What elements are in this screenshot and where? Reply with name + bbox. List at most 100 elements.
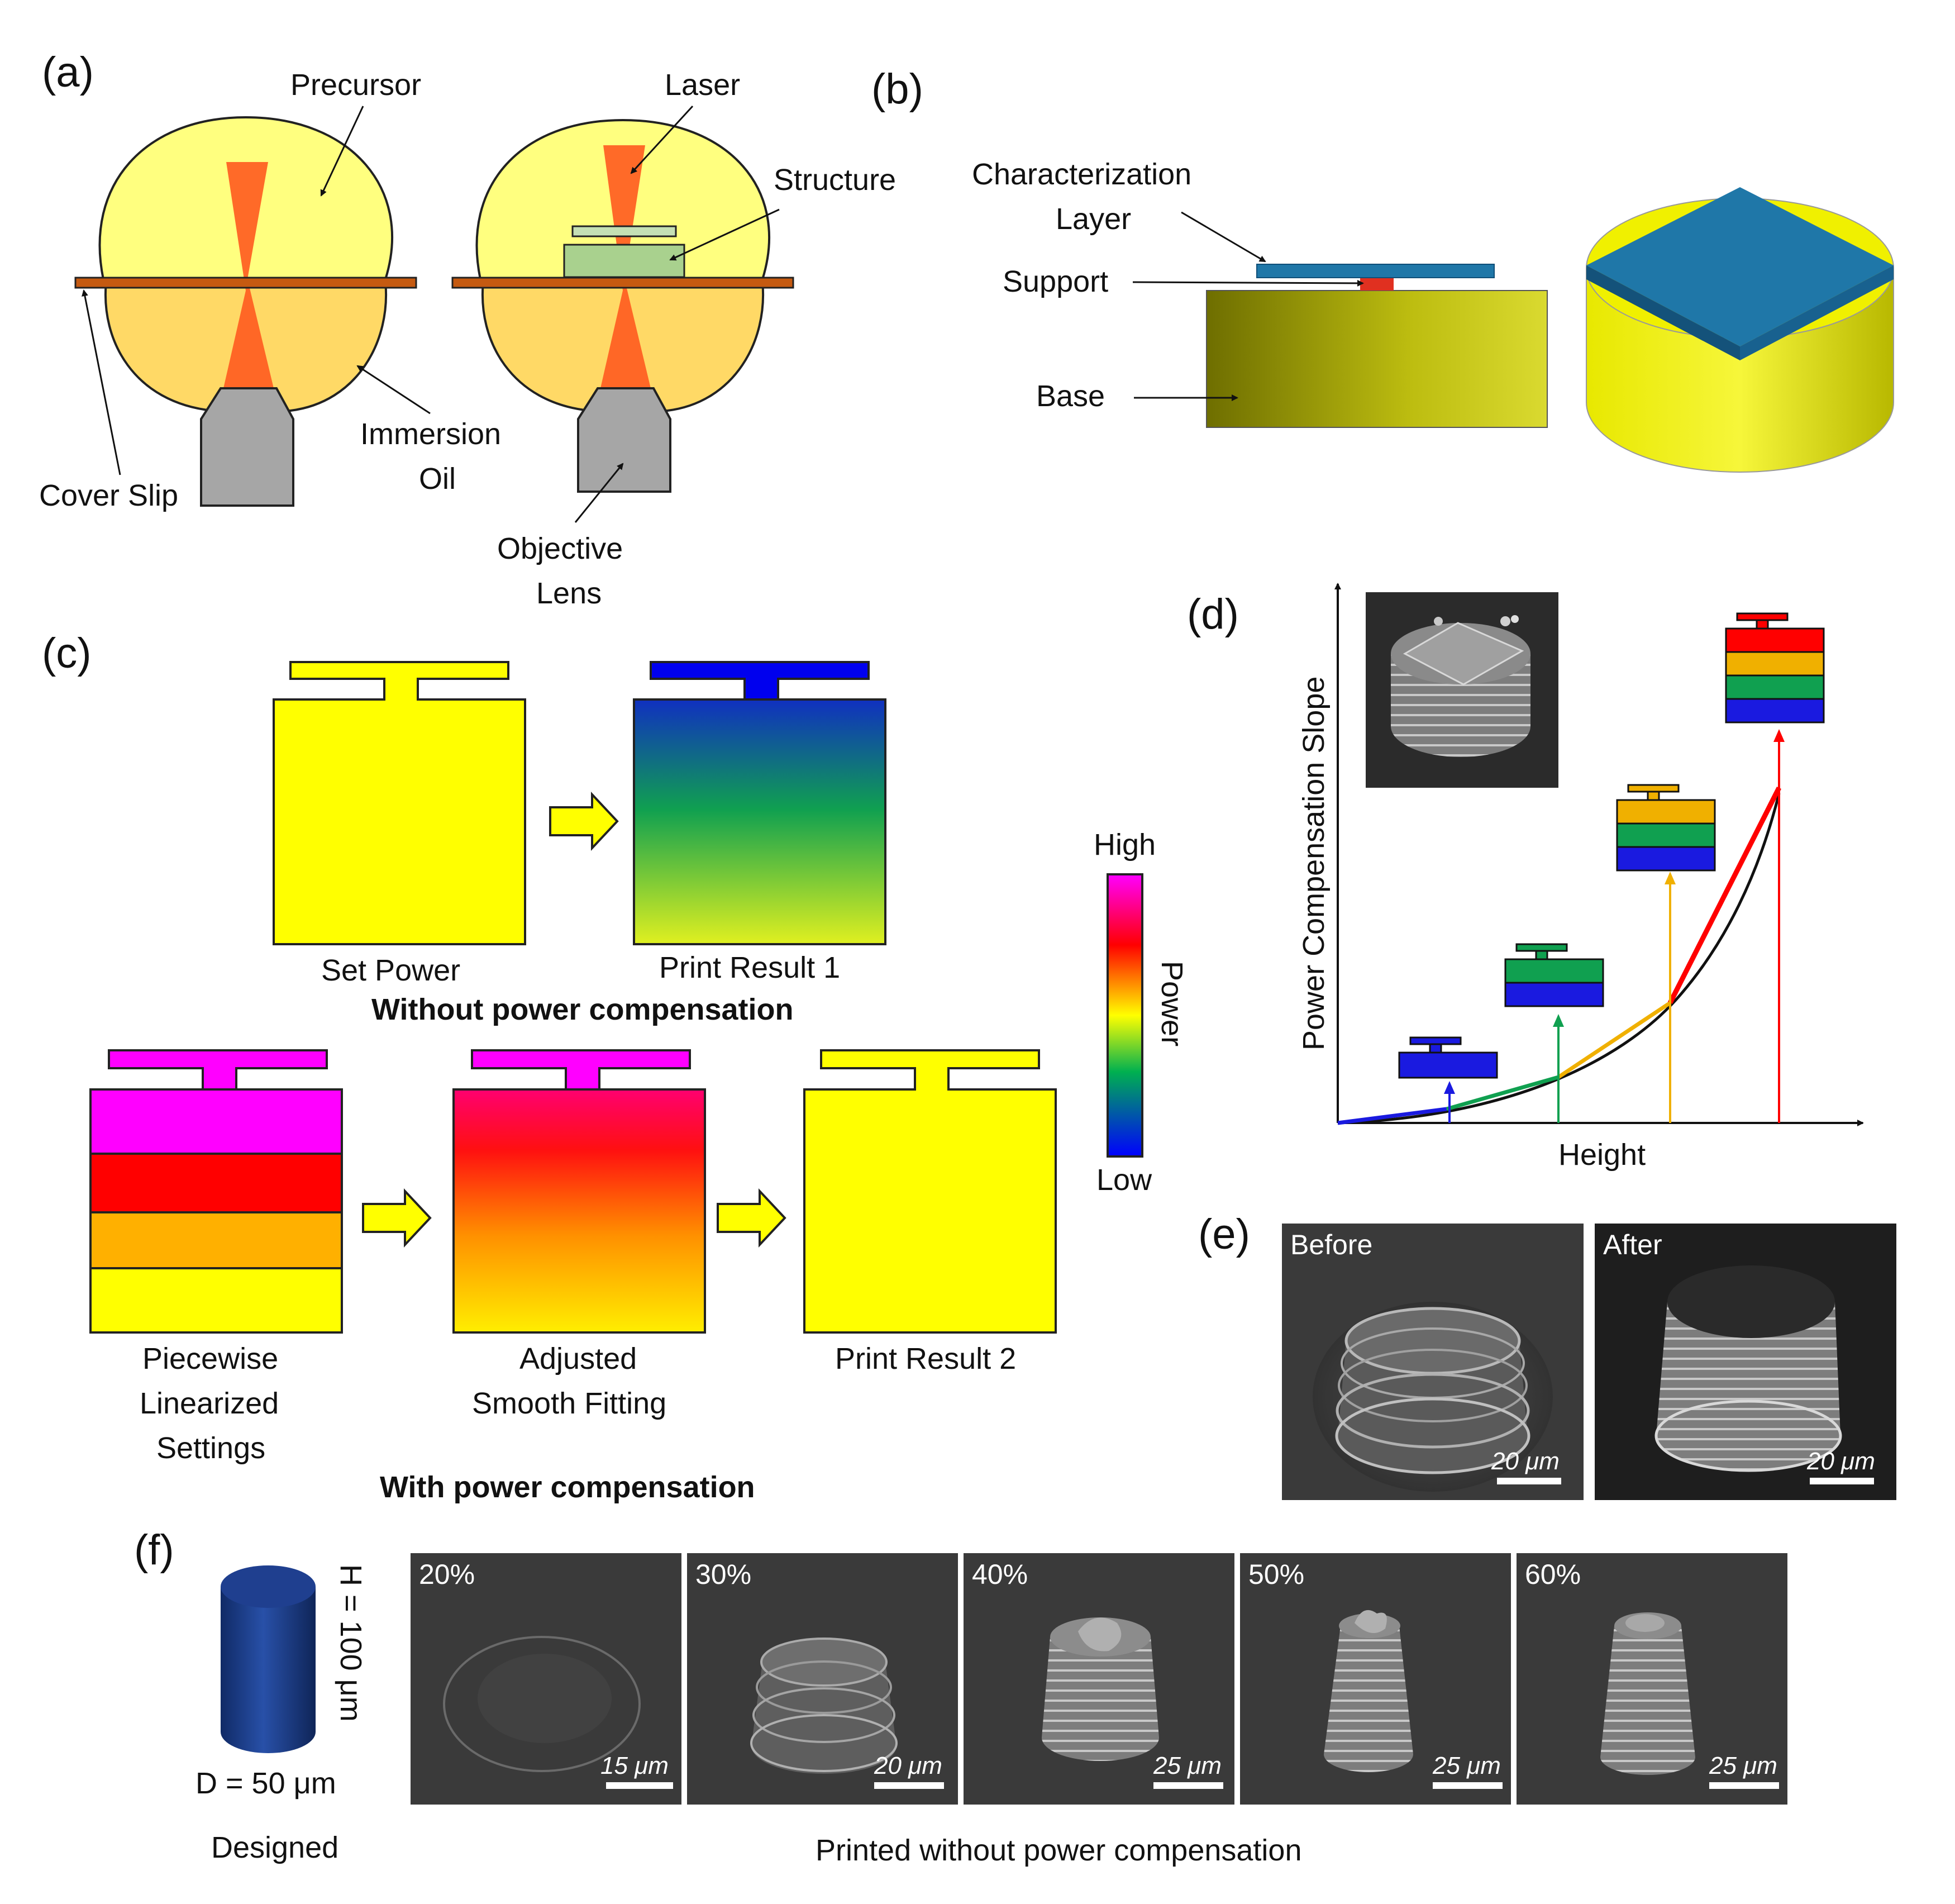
arrow-objective-lens <box>574 463 624 523</box>
height-label: H = 100 μm <box>334 1564 368 1722</box>
panel-a-right-setup <box>451 118 794 493</box>
print-result-1-cap <box>650 661 870 701</box>
label-characterization-2: Layer <box>1056 202 1131 236</box>
panel-e-before: Before 20 μm <box>1282 1224 1584 1500</box>
structure-cap <box>571 225 677 237</box>
print-result-2-structure <box>803 1049 1057 1334</box>
designed-cylinder-side <box>221 1587 316 1753</box>
label-laser: Laser <box>665 68 740 102</box>
piecewise-cap <box>108 1049 328 1091</box>
panel-a-left-setup <box>74 116 417 507</box>
label-characterization-1: Characterization <box>972 158 1191 191</box>
label-immersion-oil-2: Oil <box>419 462 456 496</box>
label-support: Support <box>1003 265 1108 298</box>
scale-bar-before <box>1497 1478 1561 1484</box>
sem-image-60: 60% 25 μm <box>1517 1553 1787 1805</box>
label-base: Base <box>1036 379 1105 413</box>
printed-caption: Printed without power compensation <box>816 1834 1302 1867</box>
piecewise-band-orange <box>89 1211 343 1269</box>
segment-green <box>1446 1075 1559 1111</box>
panel-label-c: (c) <box>42 630 92 677</box>
scale-bar-after <box>1810 1478 1874 1484</box>
label-before: Before <box>1290 1229 1372 1260</box>
label-print-result-2: Print Result 2 <box>835 1342 1016 1375</box>
scale-text-after: 20 μm <box>1806 1448 1875 1475</box>
piecewise-band-red <box>89 1153 343 1213</box>
sem-inset-d <box>1366 592 1558 788</box>
arrow-cover-slip <box>82 289 121 475</box>
d-xlabel: Height <box>1558 1138 1646 1172</box>
label-objective-lens-1: Objective <box>497 532 623 565</box>
percent-30: 30% <box>695 1559 751 1590</box>
sem-image-20: 20% 15 μm <box>411 1553 681 1805</box>
percent-50: 50% <box>1248 1559 1304 1590</box>
scale-text-before: 20 μm <box>1491 1448 1560 1475</box>
piecewise-band-yellow <box>89 1267 343 1334</box>
cover-slip <box>74 277 417 289</box>
panel-d-plot: Height Power Compensation Slope <box>1297 583 1864 1172</box>
label-adjusted-2: Smooth Fitting <box>472 1387 666 1420</box>
panel-b-3d-view <box>1586 187 1894 473</box>
panel-e-after: After 20 μm <box>1595 1224 1896 1500</box>
panel-b-side-view: Characterization Layer Support Base <box>972 158 1548 428</box>
base-block <box>1206 290 1548 428</box>
d-ylabel: Power Compensation Slope <box>1297 677 1331 1050</box>
scale-60: 25 μm <box>1709 1752 1777 1779</box>
panel-c-top-row: Set Power Print Result 1 Without power c… <box>273 661 886 1026</box>
layer-top-face <box>1586 187 1894 346</box>
label-adjusted-1: Adjusted <box>519 1342 637 1375</box>
objective-lens <box>200 387 294 507</box>
panel-label-e: (e) <box>1198 1211 1250 1258</box>
panel-label-a: (a) <box>42 49 94 96</box>
label-immersion-oil-1: Immersion <box>360 417 501 451</box>
segment-orange <box>1557 1001 1671 1079</box>
label-piecewise-1: Piecewise <box>142 1342 278 1375</box>
segment-blue <box>1337 1107 1447 1125</box>
panel-label-b: (b) <box>871 65 923 113</box>
label-set-power: Set Power <box>321 954 460 987</box>
arrow-right-2 <box>362 1188 432 1248</box>
percent-60: 60% <box>1525 1559 1581 1590</box>
sem-image-30: 30% 20 μm <box>687 1553 958 1805</box>
colorbar-low-label: Low <box>1096 1163 1152 1197</box>
print-result-1-body <box>633 698 886 945</box>
sem-image-40: 40% 25 μm <box>964 1553 1234 1805</box>
smooth-fit-curve <box>1337 793 1781 1125</box>
arrow-support <box>1132 279 1364 287</box>
arrow-right-3 <box>717 1188 786 1248</box>
set-power-structure <box>273 661 526 945</box>
structure-icon-2 <box>1504 943 1604 1007</box>
arrowhead-orange <box>1665 872 1676 884</box>
label-print-result-1: Print Result 1 <box>659 951 840 984</box>
scale-30: 20 μm <box>874 1752 942 1779</box>
panel-a-labels: Precursor Laser Structure Immersion Oil … <box>39 68 896 610</box>
arrow-characterization <box>1181 211 1266 263</box>
percent-20: 20% <box>419 1559 475 1590</box>
piecewise-band-magenta <box>89 1088 343 1155</box>
objective-lens <box>577 387 671 493</box>
label-precursor: Precursor <box>290 68 421 102</box>
structure-body <box>563 244 685 278</box>
sem-image-50: 50% 25 μm <box>1240 1553 1511 1805</box>
arrow-structure <box>669 208 780 261</box>
panel-c-bottom-row: Piecewise Linearized Settings Adjusted S… <box>89 1049 1057 1504</box>
structure-icon-3 <box>1616 784 1716 872</box>
diameter-label: D = 50 μm <box>196 1767 336 1800</box>
power-colorbar: High Low Power <box>1094 828 1189 1197</box>
arrow-right-1 <box>549 791 619 851</box>
label-after: After <box>1603 1229 1662 1260</box>
panel-label-d: (d) <box>1187 591 1239 638</box>
label-objective-lens-2: Lens <box>536 577 602 610</box>
arrow-laser <box>630 105 694 174</box>
structure-icon-1 <box>1398 1036 1498 1079</box>
label-structure: Structure <box>774 163 896 197</box>
cover-slip <box>451 277 794 289</box>
colorbar-gradient <box>1107 873 1143 1158</box>
label-without-compensation: Without power compensation <box>371 993 794 1026</box>
adjusted-cap <box>471 1049 691 1091</box>
characterization-layer <box>1256 264 1495 278</box>
layer-front-right <box>1740 265 1894 360</box>
scale-20: 15 μm <box>600 1752 669 1779</box>
label-cover-slip: Cover Slip <box>39 479 178 512</box>
